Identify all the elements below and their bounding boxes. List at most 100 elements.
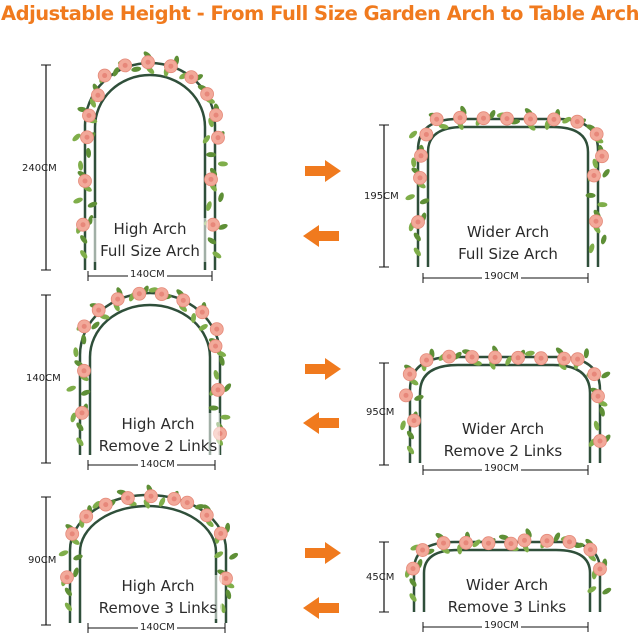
leaf — [413, 247, 421, 257]
flower-center — [457, 115, 463, 121]
flower-center — [463, 540, 469, 546]
flower-center — [115, 296, 121, 302]
leaf — [406, 430, 415, 440]
flower-center — [103, 502, 109, 508]
leaf — [73, 347, 79, 358]
leaf — [218, 223, 228, 230]
leaf — [213, 369, 220, 380]
width-label: 190CM — [482, 463, 521, 474]
high-arch-full-illustration — [41, 51, 228, 281]
leaf — [409, 578, 417, 587]
flower-center — [204, 91, 210, 97]
leaf — [460, 105, 467, 116]
flower-center — [79, 410, 85, 416]
flower-center — [96, 307, 102, 313]
flower-center — [538, 355, 544, 361]
wider-arch-full-size: 195CM 190CM Wider Arch Full Size Arch — [364, 105, 623, 290]
flower-center — [403, 392, 409, 398]
leaf — [472, 539, 481, 548]
leaf — [525, 528, 532, 538]
arch-caption: High Arch Full Size Arch — [92, 218, 208, 262]
flower-center — [214, 326, 220, 332]
flower-center — [597, 566, 603, 572]
caption-line-2: Remove 2 Links — [443, 442, 563, 460]
flower-center — [125, 495, 131, 501]
wider-arch-remove-3-links: 45CM 190CM Wider Arch Remove 3 Links — [366, 528, 623, 635]
high-arch-remove-3-links: 90CM 140CM High Arch Remove 3 Links — [28, 484, 255, 635]
leaf — [85, 147, 92, 158]
caption-line-2: Full Size Arch — [458, 245, 558, 263]
arch-caption: High Arch Remove 3 Links — [94, 575, 222, 619]
caption-line-1: Wider Arch — [465, 576, 549, 594]
width-label: 190CM — [482, 271, 521, 282]
leaf — [413, 232, 421, 242]
flower-center — [418, 153, 424, 159]
leaf — [588, 243, 595, 254]
caption-line-1: Wider Arch — [461, 420, 545, 438]
leaf — [414, 394, 424, 401]
leaf — [562, 116, 572, 124]
leaf — [505, 356, 512, 366]
arrow-left-icon — [303, 412, 339, 434]
flower-center — [575, 356, 581, 362]
leaf — [143, 499, 150, 509]
flower-center — [410, 566, 416, 572]
flower-center — [407, 371, 413, 377]
leaf — [438, 123, 449, 130]
flower-center — [522, 537, 528, 543]
leaf — [601, 371, 611, 379]
flower-center — [411, 418, 417, 424]
flower-center — [591, 172, 597, 178]
flower-center — [415, 219, 421, 225]
flower-center — [481, 115, 487, 121]
flower-center — [213, 343, 219, 349]
leaf — [206, 201, 212, 211]
flower-center — [441, 540, 447, 546]
leaf — [411, 157, 417, 168]
flower-center — [81, 323, 87, 329]
high-arch-full-size: 240CM 140CM High Arch Full Size Arch — [22, 51, 255, 285]
width-label: 190CM — [482, 620, 521, 631]
leaf — [602, 587, 612, 595]
flower-center — [420, 547, 426, 553]
leaf — [66, 385, 76, 392]
flower-center — [81, 368, 87, 374]
leaf — [400, 420, 406, 431]
leaf — [409, 593, 417, 602]
flower-center — [594, 131, 600, 137]
leaf — [73, 567, 79, 578]
leaf — [87, 201, 98, 208]
height-label: 95CM — [366, 407, 395, 418]
height-label: 195CM — [364, 191, 399, 202]
leaf — [585, 192, 596, 198]
flower-center — [599, 153, 605, 159]
high-arch-remove-3-illustration — [41, 484, 239, 633]
flower-center — [82, 178, 88, 184]
leaf — [489, 109, 496, 120]
flower-center — [215, 387, 221, 393]
leaf — [198, 324, 208, 331]
leaf — [191, 312, 197, 323]
leaf — [223, 383, 232, 392]
leaf — [80, 250, 88, 259]
leaf — [207, 237, 217, 245]
leaf — [524, 350, 535, 356]
flower-center — [424, 357, 430, 363]
flower-center — [587, 547, 593, 553]
arrow-right-icon — [305, 160, 341, 182]
flower-center — [551, 116, 557, 122]
leaf — [76, 422, 84, 432]
leaf — [219, 356, 225, 366]
arch-caption: Wider Arch Remove 3 Links — [434, 574, 580, 618]
flower-center — [84, 134, 90, 140]
flower-center — [159, 291, 165, 297]
leaf — [78, 160, 84, 171]
leaf — [208, 405, 219, 411]
flower-center — [122, 62, 128, 68]
arrow-left-icon — [303, 225, 339, 247]
arch-caption: Wider Arch Remove 2 Links — [430, 418, 576, 462]
caption-line-1: High Arch — [121, 577, 195, 595]
caption-line-2: Remove 3 Links — [447, 598, 567, 616]
flower-center — [504, 116, 510, 122]
flower-center — [69, 531, 75, 537]
